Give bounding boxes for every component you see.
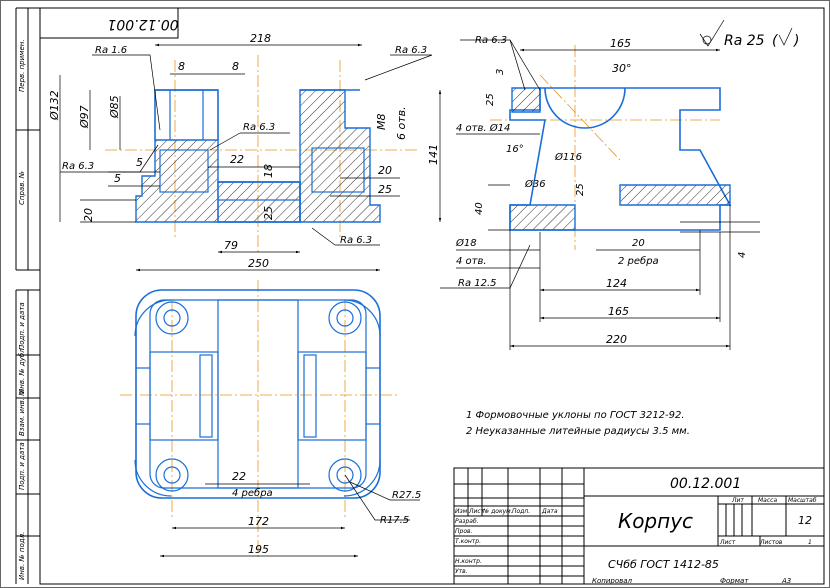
dim-195: 195 [248,543,269,556]
dim-d36: Ø36 [524,178,546,190]
dim-m8: M8 [375,114,388,131]
dim-5a: 5 [136,156,143,169]
side-strip-7: Инв. № подл. [18,532,26,580]
dim-d116: Ø116 [554,151,582,163]
side-strip-6: Подп. и дата [18,442,26,490]
note-1: 1 Формовочные уклоны по ГОСТ 3212-92. [466,410,685,421]
side-strip: Перв. примен. Справ. № Подп. и дата Инв.… [15,7,40,584]
front-view: 218 250 79 141 Ø132 Ø97 Ø85 8 8 5 5 22 1… [48,32,442,272]
rough-4: Ra 6.3 [395,45,427,56]
tb-sheet: Лист [719,539,736,546]
dim-d18: Ø18 [455,237,477,249]
dim-22: 22 [230,153,244,166]
dim-2-ribs: 2 ребра [618,255,659,267]
dim-79: 79 [224,239,238,252]
dim-220: 220 [606,333,627,346]
side-strip-1: Перв. примен. [18,39,26,92]
side-strip-2: Справ. № [18,171,26,205]
dim-25-front: 25 [262,206,275,220]
tb-copied: Копировал [592,577,633,585]
tb-row-5: Дата [541,508,558,515]
dim-25-right: 25 [378,183,392,196]
dim-d97: Ø97 [78,105,91,129]
tb-role-6: Утв. [455,568,468,575]
rough-6: Ra 6.3 [475,35,507,46]
notes: 1 Формовочные уклоны по ГОСТ 3212-92. 2 … [466,410,690,437]
tb-number: 00.12.001 [670,476,741,492]
dim-124: 124 [606,277,627,290]
plan-view: 22 4 ребра 172 195 R27.5 R17.5 [120,280,421,560]
dim-d132: Ø132 [48,90,61,121]
general-roughness-label: Ra 25 [724,33,765,49]
general-roughness-paren: ( [772,33,778,49]
dim-3: 3 [495,69,506,75]
dim-4-side: 4 [737,252,748,258]
dim-d85: Ø85 [108,95,121,119]
dim-16deg: 16° [506,144,524,155]
rough-3: Ra 6.3 [243,122,275,133]
rotated-drawing-number: 00.12.001 [107,16,178,32]
dim-250: 250 [248,257,269,270]
dim-40: 40 [474,202,485,215]
tb-scale-label: Масштаб [788,497,817,504]
dim-22-plan: 22 [232,470,246,483]
tb-format: Формат [720,577,749,585]
tb-row-2: Лист [468,508,485,515]
dim-8a: 8 [178,60,185,73]
dim-r175: R17.5 [380,515,409,526]
dim-4holes: 4 отв. [456,256,487,267]
dim-30deg: 30° [612,62,632,75]
side-view: 165 30° 3 25 4 отв. Ø14 Ø116 16° Ø36 40 … [440,35,760,350]
dim-218: 218 [250,32,271,45]
dim-4holes-14: 4 отв. Ø14 [456,122,510,134]
note-2: 2 Неуказанные литейные радиусы 3.5 мм. [466,426,690,437]
dim-20-right: 20 [378,164,392,177]
title-block: Изм Лист № докум. Подп. Дата Разраб. Про… [453,467,825,585]
tb-role-1: Разраб. [455,518,479,525]
dim-4-ribs: 4 ребра [232,487,273,499]
tb-role-2: Пров. [455,528,473,535]
tb-sheets-count: 1 [808,539,812,546]
tb-role-5: Н.контр. [455,558,482,565]
tb-row-1: Изм [455,508,468,515]
general-roughness: Ra 25 ( ) [699,19,799,49]
tb-row-4: Подп. [512,508,530,515]
dim-r275: R27.5 [392,490,421,501]
tb-material: СЧбб ГОСТ 1412-85 [608,558,719,571]
side-strip-4: Инв. № дубл. [18,346,26,394]
dim-25-side-b: 25 [575,183,586,196]
side-strip-3: Подп. и дата [18,302,26,350]
rough-1: Ra 1.6 [95,45,127,56]
side-strip-5: Взам. инв. № [18,388,26,436]
tb-format-value: A3 [781,577,791,585]
dim-165-top: 165 [610,37,631,50]
dim-25-side: 25 [485,93,496,106]
dim-5b: 5 [114,172,121,185]
rough-5: Ra 6.3 [340,235,372,246]
dim-20-front: 20 [82,208,95,222]
rotated-number-box: 00.12.001 [39,7,179,39]
dim-172: 172 [248,515,269,528]
tb-lit: Лит [731,497,744,504]
tb-sheets: Листов [759,539,783,546]
svg-text:): ) [793,33,799,49]
dim-165: 165 [608,305,629,318]
tb-name: Корпус [618,509,693,533]
rough-7: Ra 12.5 [458,278,497,289]
tb-mass: Масса [758,497,777,504]
dim-8b: 8 [232,60,239,73]
dim-6-holes: 6 отв. [395,106,408,140]
drawing-frame [39,7,825,585]
tb-row-3: № докум. [482,508,513,515]
dim-20-side: 20 [632,238,645,249]
tb-role-3: Т.контр. [455,538,481,545]
dim-141: 141 [427,144,440,165]
dim-18: 18 [262,164,275,178]
tb-scale: 12 [798,514,812,527]
rough-2: Ra 6.3 [62,161,94,172]
